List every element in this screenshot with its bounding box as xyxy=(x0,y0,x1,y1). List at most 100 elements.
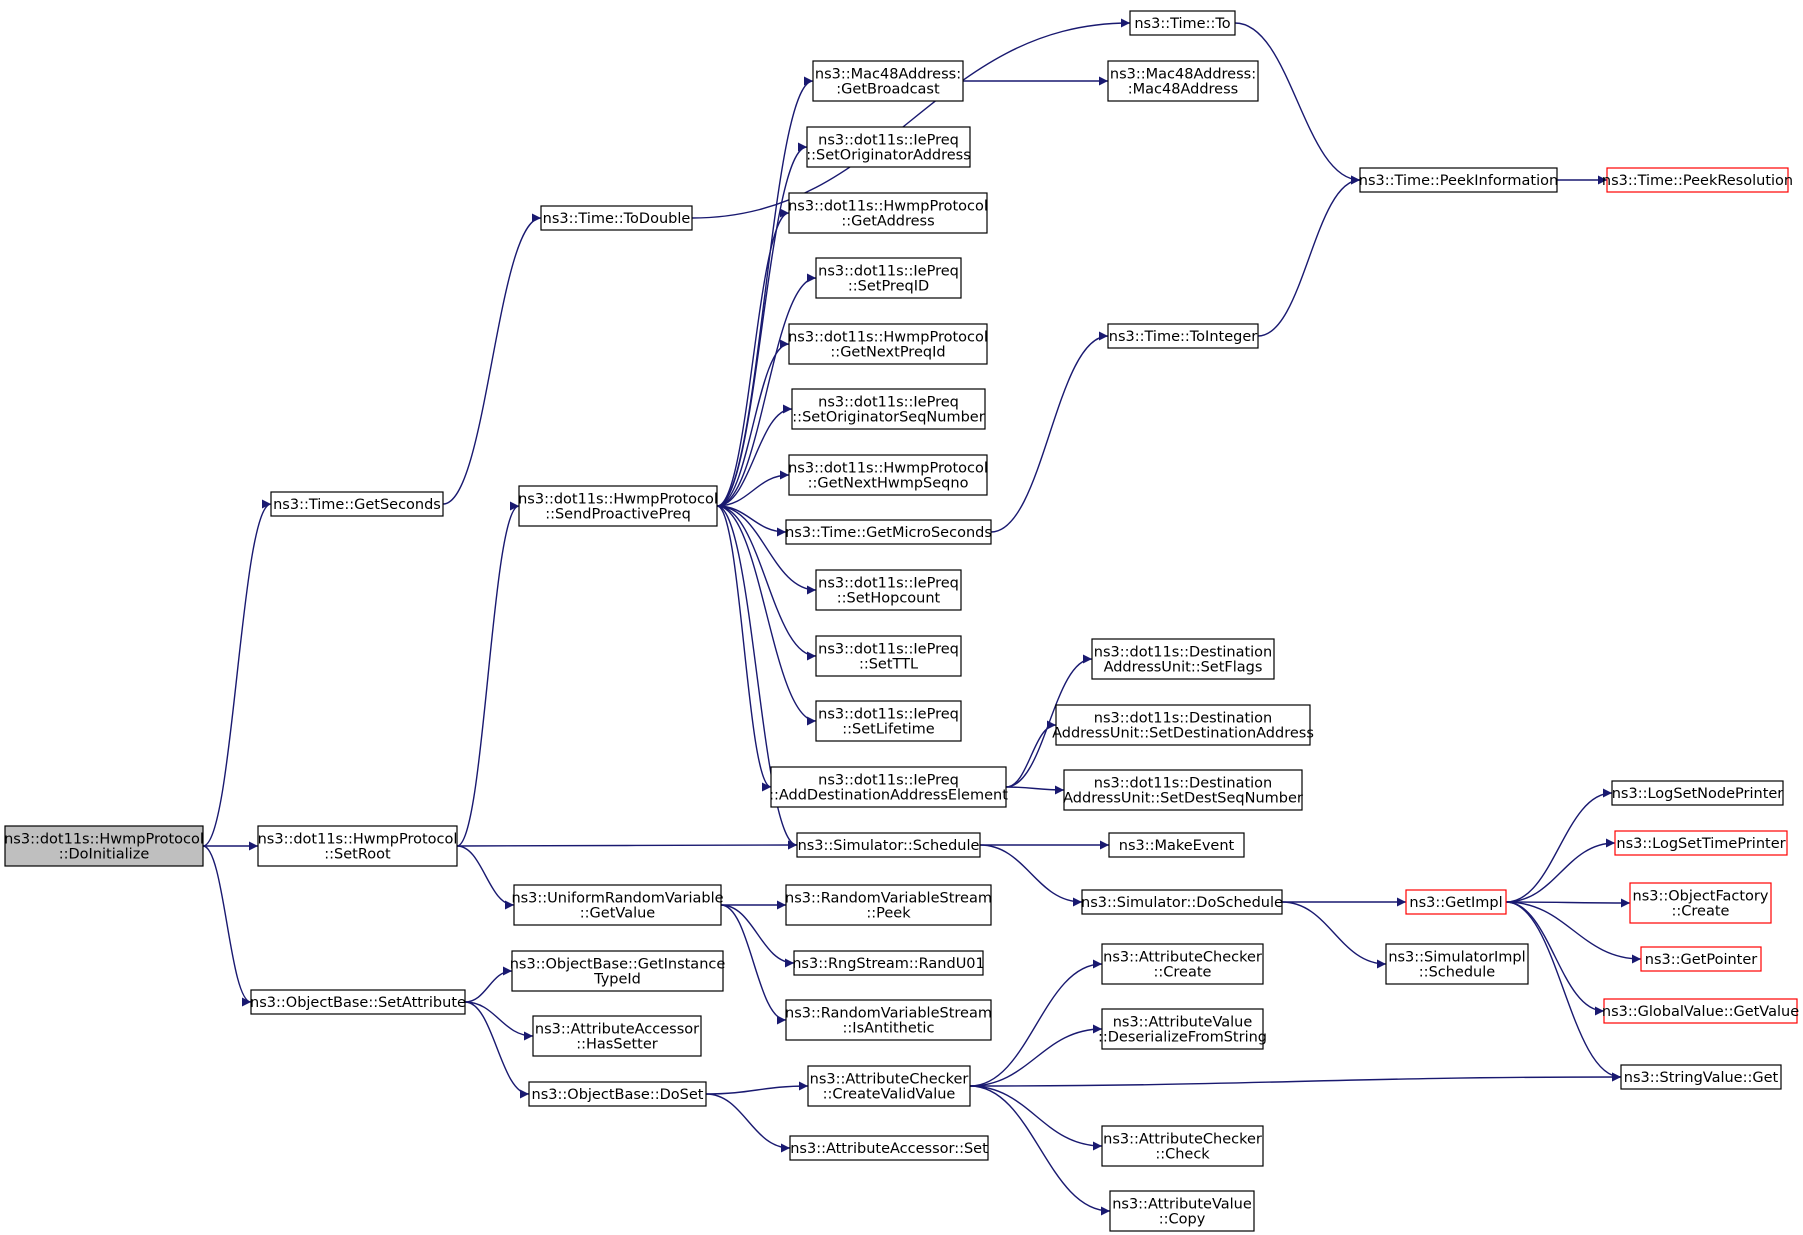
function-node[interactable]: ns3::AttributeChecker::CreateValidValue xyxy=(807,1065,971,1107)
function-node[interactable]: ns3::Simulator::Schedule xyxy=(796,832,981,858)
function-node[interactable]: ns3::StringValue::Get xyxy=(1620,1064,1782,1090)
node-label: ::Schedule xyxy=(1419,965,1495,981)
node-label: ::SendProactivePreq xyxy=(545,507,691,523)
node-label: ::Copy xyxy=(1159,1212,1206,1228)
function-node[interactable]: ns3::dot11s::DestinationAddressUnit::Set… xyxy=(1091,638,1275,680)
function-node[interactable]: ns3::SimulatorImpl::Schedule xyxy=(1385,943,1529,985)
node-box xyxy=(1620,1064,1782,1090)
node-label: ::SetOriginatorSeqNumber xyxy=(792,410,984,426)
node-label: ns3::AttributeValue xyxy=(1113,1015,1253,1031)
function-node[interactable]: ns3::LogSetNodePrinter xyxy=(1611,780,1784,806)
function-node[interactable]: ns3::GetPointer xyxy=(1640,946,1762,972)
call-edge-n26-n38 xyxy=(969,1085,1103,1151)
call-edge-n41-n45 xyxy=(1505,838,1616,903)
call-edge-n21-n33 xyxy=(1005,785,1065,795)
call-edge-n5-n11 xyxy=(716,142,808,507)
node-box xyxy=(1101,1125,1264,1167)
call-edge-n9-n26 xyxy=(705,1081,809,1095)
node-box xyxy=(532,1015,702,1057)
call-edge-n5-n18 xyxy=(716,505,817,595)
function-node[interactable]: ns3::Time::PeekInformation xyxy=(1359,167,1558,193)
node-label: ::CreateValidValue xyxy=(823,1087,956,1103)
function-node[interactable]: ns3::AttributeValue::DeserializeFromStri… xyxy=(1098,1008,1267,1050)
function-node[interactable]: ns3::dot11s::IePreq::SetPreqID xyxy=(815,257,962,299)
node-label: ns3::dot11s::HwmpProtocol xyxy=(788,199,988,215)
node-box xyxy=(528,1081,707,1107)
function-node[interactable]: ns3::Mac48Address::Mac48Address xyxy=(1107,60,1259,102)
node-label: ::DoInitialize xyxy=(59,847,150,863)
node-label: ns3::Simulator::DoSchedule xyxy=(1081,895,1283,911)
function-node[interactable]: ns3::dot11s::DestinationAddressUnit::Set… xyxy=(1063,769,1303,811)
function-node[interactable]: ns3::Time::To xyxy=(1129,10,1236,36)
function-node[interactable]: ns3::RngStream::RandU01 xyxy=(792,950,985,976)
function-node[interactable]: ns3::AttributeValue::Copy xyxy=(1109,1190,1255,1232)
node-label: ::Check xyxy=(1155,1147,1210,1163)
function-node[interactable]: ns3::AttributeChecker::Create xyxy=(1101,943,1264,985)
function-node[interactable]: ns3::Time::GetSeconds xyxy=(270,491,444,517)
node-label: ::DeserializeFromString xyxy=(1098,1030,1267,1046)
function-node[interactable]: ns3::dot11s::HwmpProtocol::SetRoot xyxy=(257,825,458,867)
node-label: ns3::AttributeChecker xyxy=(810,1072,969,1088)
function-node[interactable]: ns3::dot11s::IePreq::SetLifetime xyxy=(815,700,962,742)
function-node[interactable]: ns3::Simulator::DoSchedule xyxy=(1081,889,1283,915)
function-node[interactable]: ns3::RandomVariableStream::IsAntithetic xyxy=(785,999,992,1041)
function-node[interactable]: ns3::AttributeAccessor::Set xyxy=(789,1135,989,1161)
function-node[interactable]: ns3::AttributeChecker::Check xyxy=(1101,1125,1264,1167)
node-box xyxy=(815,569,962,611)
function-node[interactable]: ns3::ObjectBase::SetAttribute xyxy=(250,989,466,1015)
function-node[interactable]: ns3::dot11s::HwmpProtocol::SendProactive… xyxy=(518,485,718,527)
node-label: ns3::RandomVariableStream xyxy=(785,891,992,907)
function-node[interactable]: ns3::dot11s::HwmpProtocol::GetAddress xyxy=(788,192,988,234)
function-node[interactable]: ns3::ObjectBase::DoSet xyxy=(528,1081,707,1107)
node-label: ns3::dot11s::HwmpProtocol xyxy=(518,492,718,508)
node-label: ns3::ObjectBase::SetAttribute xyxy=(250,995,466,1011)
function-node[interactable]: ns3::dot11s::HwmpProtocol::GetNextHwmpSe… xyxy=(788,454,988,496)
node-box xyxy=(788,454,988,496)
node-label: ::IsAntithetic xyxy=(843,1021,935,1037)
function-node[interactable]: ns3::LogSetTimePrinter xyxy=(1614,830,1788,856)
node-box xyxy=(1081,889,1283,915)
function-node[interactable]: ns3::dot11s::IePreq::AddDestinationAddre… xyxy=(769,766,1008,808)
function-node[interactable]: ns3::GetImpl xyxy=(1405,889,1507,915)
node-label: AddressUnit::SetDestSeqNumber xyxy=(1063,791,1303,807)
function-node[interactable]: ns3::RandomVariableStream::Peek xyxy=(785,884,992,926)
node-label: ns3::ObjectBase::GetInstance xyxy=(510,957,726,973)
node-box xyxy=(1055,704,1311,746)
node-label: ns3::LogSetNodePrinter xyxy=(1612,786,1784,802)
node-label: ns3::RandomVariableStream xyxy=(785,1006,992,1022)
node-box xyxy=(789,1135,989,1161)
node-label: ns3::ObjectBase::DoSet xyxy=(532,1087,704,1103)
node-label: ::GetNextHwmpSeqno xyxy=(808,476,969,492)
node-box xyxy=(815,635,962,677)
function-node[interactable]: ns3::dot11s::IePreq::SetHopcount xyxy=(815,569,962,611)
call-edge-n6-n25 xyxy=(720,904,787,1025)
root-function-node: ns3::dot11s::HwmpProtocol::DoInitialize xyxy=(4,825,204,867)
function-node[interactable]: ns3::GlobalValue::GetValue xyxy=(1602,998,1799,1024)
node-box xyxy=(4,825,204,867)
function-node[interactable]: ns3::Time::ToInteger xyxy=(1107,323,1259,349)
node-label: ns3::dot11s::IePreq xyxy=(818,264,959,280)
node-box xyxy=(1108,832,1245,858)
function-node[interactable]: ns3::MakeEvent xyxy=(1108,832,1245,858)
call-edge-n26-n49 xyxy=(969,1072,1622,1087)
function-node[interactable]: ns3::UniformRandomVariable::GetValue xyxy=(511,884,724,926)
node-label: ns3::AttributeAccessor::Set xyxy=(790,1141,988,1157)
function-node[interactable]: ns3::AttributeAccessor::HasSetter xyxy=(532,1015,702,1057)
function-node[interactable]: ns3::dot11s::DestinationAddressUnit::Set… xyxy=(1052,704,1314,746)
function-node[interactable]: ns3::dot11s::IePreq::SetTTL xyxy=(815,635,962,677)
function-node[interactable]: ns3::Mac48Address::GetBroadcast xyxy=(812,60,964,102)
function-node[interactable]: ns3::dot11s::IePreq::SetOriginatorAddres… xyxy=(806,126,971,168)
function-node[interactable]: ns3::Time::GetMicroSeconds xyxy=(785,519,992,545)
call-edge-n17-n30 xyxy=(990,331,1109,533)
function-node[interactable]: ns3::Time::ToDouble xyxy=(540,205,693,231)
call-edge-n5-n22 xyxy=(716,505,798,850)
function-node[interactable]: ns3::dot11s::IePreq::SetOriginatorSeqNum… xyxy=(791,388,986,430)
function-node[interactable]: ns3::dot11s::HwmpProtocol::GetNextPreqId xyxy=(788,323,988,365)
function-node[interactable]: ns3::ObjectFactory::Create xyxy=(1629,882,1772,924)
function-node[interactable]: ns3::Time::PeekResolution xyxy=(1602,167,1793,193)
node-box xyxy=(1603,998,1798,1024)
call-edge-n26-n36 xyxy=(969,959,1103,1087)
node-label: ns3::Time::PeekResolution xyxy=(1602,173,1793,189)
node-box xyxy=(1640,946,1762,972)
